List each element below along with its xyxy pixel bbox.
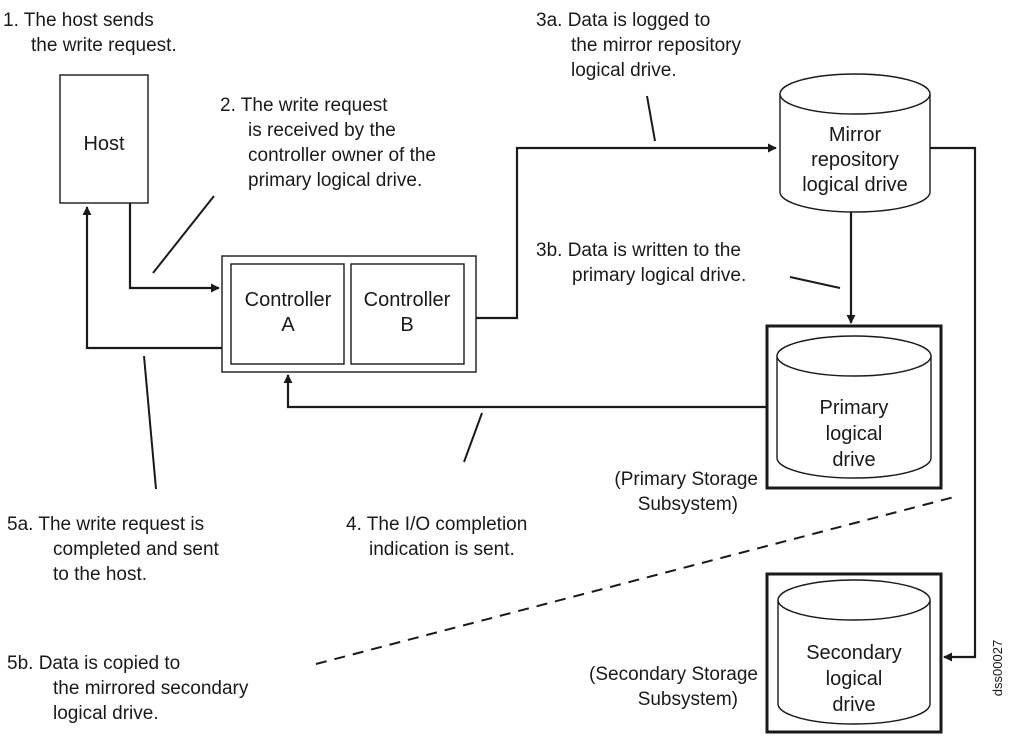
host-label: Host xyxy=(83,133,125,155)
leader-step3b xyxy=(789,276,841,289)
leader-step4 xyxy=(463,412,483,463)
annotation-secondary-subsystem: (Secondary Storage Subsystem) xyxy=(589,664,758,710)
svg-text:primary logical drive.: primary logical drive. xyxy=(248,170,422,191)
secondary-drive-label-3: drive xyxy=(832,694,875,716)
figure-id: dss00027 xyxy=(990,640,1005,696)
svg-text:(Secondary Storage: (Secondary Storage xyxy=(589,664,758,685)
svg-text:the mirrored secondary: the mirrored secondary xyxy=(53,678,249,699)
secondary-drive-label-2: logical xyxy=(826,668,883,690)
svg-text:the mirror repository: the mirror repository xyxy=(571,35,741,56)
mirror-repository-cylinder xyxy=(779,73,931,213)
controller-b-box xyxy=(350,263,465,365)
controller-b-label: Controller xyxy=(364,289,451,311)
svg-text:is received by the: is received by the xyxy=(248,120,396,141)
annotation-step5b: 5b. Data is copied to the mirrored secon… xyxy=(7,653,249,724)
controller-a-box xyxy=(230,263,345,365)
annotation-step5a: 5a. The write request is completed and s… xyxy=(7,514,220,585)
annotation-step1: 1. The host sends the write request. xyxy=(3,10,177,56)
annotation-step2: 2. The write request is received by the … xyxy=(220,95,436,191)
controller-a-label: Controller xyxy=(245,289,332,311)
leader-step2 xyxy=(152,195,215,274)
svg-text:controller owner of the: controller owner of the xyxy=(248,145,436,166)
arrow-primary-to-controller xyxy=(283,374,767,409)
controller-b-letter: B xyxy=(400,314,413,336)
svg-text:4. The I/O completion: 4. The I/O completion xyxy=(346,514,527,535)
arrow-host-to-controller xyxy=(128,203,220,293)
svg-text:logical drive.: logical drive. xyxy=(53,703,159,724)
svg-text:Subsystem): Subsystem) xyxy=(638,494,738,515)
leader-step5a xyxy=(143,355,157,490)
annotation-step4: 4. The I/O completion indication is sent… xyxy=(346,514,527,560)
arrow-controller-to-mirror xyxy=(476,143,777,320)
svg-text:2. The write request: 2. The write request xyxy=(220,95,388,116)
svg-text:3b. Data is written to the: 3b. Data is written to the xyxy=(536,240,741,261)
svg-text:Subsystem): Subsystem) xyxy=(638,689,738,710)
mirror-repository-label-3: logical drive xyxy=(802,174,908,196)
arrow-mirror-to-secondary xyxy=(930,146,977,662)
svg-text:(Primary Storage: (Primary Storage xyxy=(614,469,758,490)
secondary-drive-cylinder xyxy=(777,579,931,725)
host-box xyxy=(59,74,149,204)
svg-text:3a. Data is logged to: 3a. Data is logged to xyxy=(536,10,710,31)
primary-drive-label-2: logical xyxy=(826,423,883,445)
svg-text:5a. The write request is: 5a. The write request is xyxy=(7,514,204,535)
secondary-drive-label-1: Secondary xyxy=(806,642,902,664)
controller-a-letter: A xyxy=(281,314,295,336)
svg-text:5b. Data is copied to: 5b. Data is copied to xyxy=(7,653,180,674)
arrow-controller-to-host xyxy=(82,206,222,350)
svg-text:1. The host sends: 1. The host sends xyxy=(3,10,154,31)
leader-step3a xyxy=(646,95,656,142)
svg-text:primary logical drive.: primary logical drive. xyxy=(572,265,746,286)
annotation-step3a: 3a. Data is logged to the mirror reposit… xyxy=(536,10,741,81)
leader-step5b xyxy=(315,495,959,665)
mirror-repository-label-1: Mirror xyxy=(829,124,882,146)
svg-text:to the host.: to the host. xyxy=(53,564,147,585)
annotation-primary-subsystem: (Primary Storage Subsystem) xyxy=(614,469,758,515)
svg-text:completed and sent: completed and sent xyxy=(53,539,220,560)
svg-text:the write request.: the write request. xyxy=(31,35,177,56)
primary-drive-cylinder xyxy=(776,335,932,479)
primary-drive-label-1: Primary xyxy=(820,397,889,419)
svg-text:indication is sent.: indication is sent. xyxy=(369,539,515,560)
svg-text:logical drive.: logical drive. xyxy=(571,60,677,81)
mirror-repository-label-2: repository xyxy=(811,149,899,171)
primary-drive-label-3: drive xyxy=(832,449,875,471)
annotation-step3b: 3b. Data is written to the primary logic… xyxy=(536,240,746,286)
